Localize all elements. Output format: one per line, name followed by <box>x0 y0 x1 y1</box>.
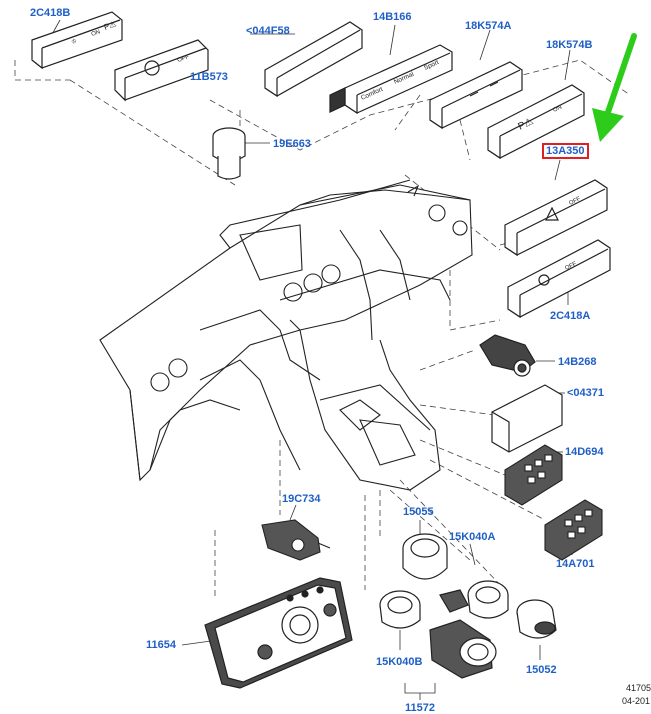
leader-lines <box>14 59 631 600</box>
part-19c734 <box>261 519 331 561</box>
switch-044f58 <box>264 21 363 98</box>
part-11572 <box>429 619 497 679</box>
label-19c734: 19C734 <box>282 493 321 505</box>
label-15055: 15055 <box>403 506 434 518</box>
label-14b166: 14B166 <box>373 11 412 23</box>
label-11654: 11654 <box>146 639 176 651</box>
part-15k040a <box>439 580 509 619</box>
label-2c418a: 2C418A <box>550 310 591 322</box>
label-14d694: 14D694 <box>565 446 604 458</box>
switch-11b573: OFF <box>114 39 209 102</box>
green-arrow <box>592 33 637 142</box>
label-04371: <04371 <box>567 387 605 399</box>
part-04371 <box>491 384 563 453</box>
part-15052 <box>516 599 557 639</box>
dashboard-assembly <box>99 179 473 491</box>
reference-date: 04-201 <box>622 696 651 706</box>
label-13a350: 13A350 <box>542 143 589 159</box>
label-2c418b: 2C418B <box>30 7 71 19</box>
label-14a701: 14A701 <box>556 558 595 570</box>
switch-2c418b: ♔ ON P⚠ <box>31 11 123 70</box>
switch-14b166: Comfort Normal Sport <box>329 44 453 115</box>
label-11b573: 11B573 <box>190 71 228 83</box>
svg-text:♔: ♔ <box>70 38 77 46</box>
svg-text:ON: ON <box>552 104 563 113</box>
svg-text:OFF: OFF <box>564 261 578 272</box>
svg-text:OFF: OFF <box>568 196 582 207</box>
switch-13a350: OFF <box>504 179 608 257</box>
label-18k574a: 18K574A <box>465 20 512 32</box>
switch-18k574b: P⚠ ON <box>487 84 585 160</box>
part-14d694 <box>504 444 563 506</box>
part-11654 <box>204 577 353 689</box>
label-15k040b: 15K040B <box>376 656 423 668</box>
svg-text:ON: ON <box>91 29 101 38</box>
svg-text:OFF: OFF <box>177 54 191 64</box>
label-11572: 11572 <box>405 702 435 714</box>
part-14b268 <box>479 334 536 377</box>
label-14b268: 14B268 <box>558 356 597 368</box>
switch-2c418a: OFF <box>507 239 611 319</box>
label-044f58: <044F58 <box>246 25 290 37</box>
label-15k040a: 15K040A <box>449 531 496 543</box>
label-15052: 15052 <box>526 664 557 676</box>
part-14a701 <box>544 499 603 561</box>
label-18k574b: 18K574B <box>546 39 593 51</box>
part-15055 <box>402 533 448 580</box>
part-15k040b <box>379 590 421 629</box>
label-19e663: 19E663 <box>273 138 311 150</box>
part-19e663 <box>212 127 246 180</box>
reference-code: 41705 <box>626 683 651 693</box>
svg-text:P⚠: P⚠ <box>103 19 118 32</box>
switch-18k574a <box>429 61 523 130</box>
